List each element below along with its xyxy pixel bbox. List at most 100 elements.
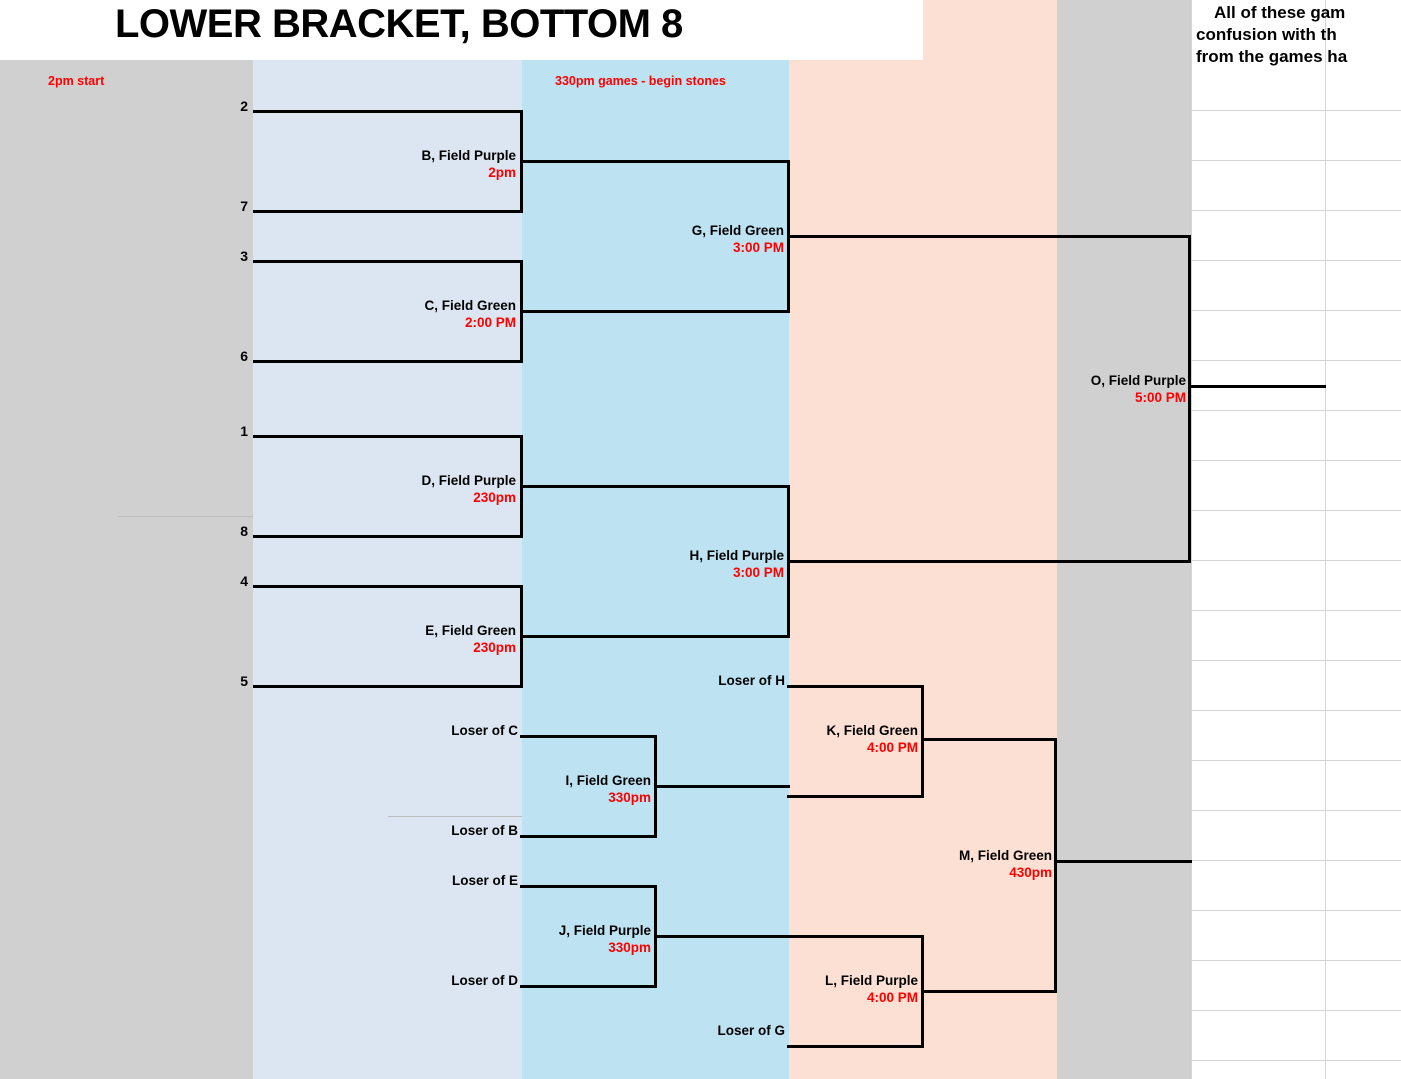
bracket-line-horizontal [1188, 385, 1326, 388]
match-time: 2pm [488, 165, 516, 180]
bracket-line-horizontal [253, 685, 523, 688]
faint-cell-gridline [118, 516, 253, 517]
seed-number: 5 [240, 673, 248, 689]
match-name: B, Field Purple [421, 148, 516, 163]
grid-row-line [1191, 560, 1401, 561]
grid-row-line [1191, 710, 1401, 711]
grid-column-line [1325, 0, 1326, 1079]
seed-number: 6 [240, 348, 248, 364]
grid-row-line [1191, 1060, 1401, 1061]
match-time: 4:00 PM [866, 740, 918, 755]
grid-column-line [1191, 0, 1192, 1079]
bracket-line-horizontal [787, 1045, 923, 1048]
match-time: 3:00 PM [732, 240, 784, 255]
column-header-330pm: 330pm games - begin stones [555, 74, 726, 88]
match-time: 4:00 PM [866, 990, 918, 1005]
match-name: G, Field Green [691, 223, 784, 238]
match-time: 5:00 PM [1134, 390, 1186, 405]
match-j[interactable]: J, Field Purple 330pm [0, 922, 651, 956]
match-time: 330pm [608, 790, 651, 805]
loser-of-label: Loser of C [451, 723, 518, 738]
bracket-line-vertical [1054, 738, 1057, 993]
bracket-line-vertical [1188, 235, 1191, 563]
title-band [0, 0, 923, 60]
bracket-line-vertical [654, 735, 657, 838]
bracket-line-vertical [921, 935, 924, 1048]
bracket-line-horizontal [1054, 860, 1192, 863]
bracket-line-vertical [520, 260, 523, 363]
grid-row-line [1191, 810, 1401, 811]
match-name: J, Field Purple [558, 923, 651, 938]
grid-row-line [1191, 610, 1401, 611]
grid-row-line [1191, 360, 1401, 361]
match-time: 230pm [473, 640, 516, 655]
loser-of-label: Loser of D [451, 973, 518, 988]
explanatory-note: All of these gam confusion with th from … [1196, 2, 1401, 68]
match-name: H, Field Purple [689, 548, 784, 563]
match-name: I, Field Green [565, 773, 651, 788]
column-band-round3-peach [789, 0, 1057, 1079]
grid-row-line [1191, 160, 1401, 161]
bracket-line-horizontal [520, 160, 790, 163]
match-time: 2:00 PM [464, 315, 516, 330]
match-o[interactable]: O, Field Purple 5:00 PM [0, 372, 1186, 406]
bracket-line-horizontal [520, 635, 790, 638]
match-time: 230pm [473, 490, 516, 505]
page-title: LOWER BRACKET, BOTTOM 8 [115, 2, 683, 46]
bracket-line-horizontal [787, 560, 1191, 563]
grid-row-line [1191, 510, 1401, 511]
match-m[interactable]: M, Field Green 430pm [0, 847, 1052, 881]
column-band-final-gray [1057, 0, 1191, 1079]
bracket-line-horizontal [921, 738, 1057, 741]
grid-row-line [1191, 1010, 1401, 1011]
bracket-line-horizontal [654, 935, 790, 938]
grid-row-line [1191, 110, 1401, 111]
bracket-line-horizontal [520, 885, 656, 888]
note-line-3: from the games ha [1196, 47, 1348, 66]
bracket-line-horizontal [654, 785, 790, 788]
match-time: 330pm [608, 940, 651, 955]
grid-row-line [1191, 860, 1401, 861]
match-name: M, Field Green [958, 848, 1052, 863]
grid-row-line [1191, 410, 1401, 411]
bracket-line-horizontal [520, 985, 656, 988]
loser-of-label: Loser of B [451, 823, 518, 838]
bracket-line-horizontal [253, 535, 523, 538]
bracket-line-horizontal [253, 585, 523, 588]
bracket-line-horizontal [787, 235, 1191, 238]
bracket-line-horizontal [253, 260, 523, 263]
bracket-line-horizontal [520, 485, 790, 488]
bracket-line-horizontal [787, 795, 923, 798]
grid-row-line [1191, 260, 1401, 261]
column-header-2pm: 2pm start [48, 74, 105, 88]
loser-of-label: Loser of G [717, 1023, 785, 1038]
bracket-line-horizontal [787, 685, 923, 688]
match-i[interactable]: I, Field Green 330pm [0, 772, 651, 806]
grid-row-line [1191, 760, 1401, 761]
grid-row-line [1191, 310, 1401, 311]
loser-of-label: Loser of H [718, 673, 785, 688]
bracket-line-horizontal [253, 360, 523, 363]
note-line-1: All of these gam [1214, 3, 1346, 22]
bracket-line-horizontal [253, 210, 523, 213]
match-g[interactable]: G, Field Green 3:00 PM [0, 222, 784, 256]
match-name: E, Field Green [425, 623, 516, 638]
bracket-line-horizontal [787, 935, 923, 938]
bracket-line-vertical [654, 885, 657, 988]
match-time: 430pm [1009, 865, 1052, 880]
match-name: O, Field Purple [1090, 373, 1186, 388]
match-name: C, Field Green [424, 298, 516, 313]
bracket-line-horizontal [253, 110, 523, 113]
seed-number: 7 [240, 198, 248, 214]
grid-row-line [1191, 210, 1401, 211]
match-b[interactable]: B, Field Purple 2pm [0, 147, 516, 181]
bracket-line-vertical [921, 685, 924, 798]
loser-of-label: Loser of E [451, 873, 518, 888]
match-c[interactable]: C, Field Green 2:00 PM [0, 297, 516, 331]
match-e[interactable]: E, Field Green 230pm [0, 622, 516, 656]
